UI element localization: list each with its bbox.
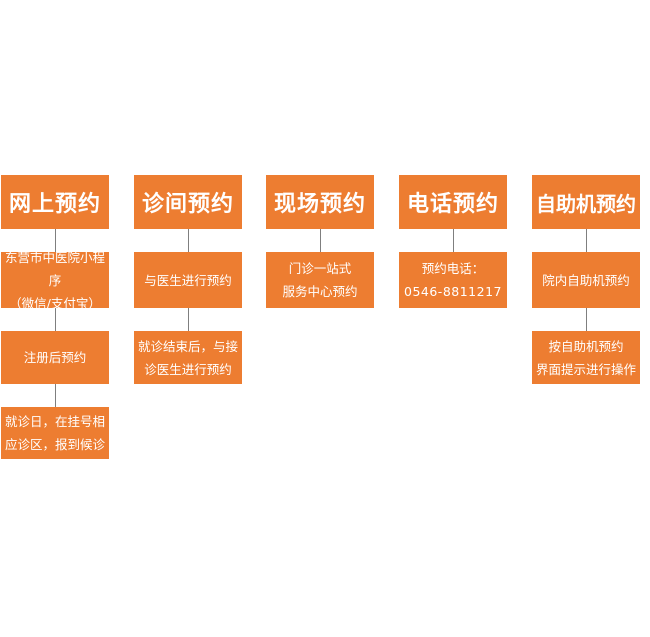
connector [452, 229, 454, 252]
step-onsite-1: 门诊一站式 服务中心预约 [266, 252, 374, 308]
header-kiosk: 自助机预约 [532, 175, 640, 229]
column-clinic: 诊间预约 与医生进行预约 就诊结束后，与接 诊医生进行预约 [134, 175, 242, 384]
connector [54, 384, 56, 407]
step-line: 就诊结束后，与接 [137, 338, 238, 354]
step-clinic-1: 与医生进行预约 [134, 252, 242, 308]
step-kiosk-1: 院内自助机预约 [532, 252, 640, 308]
step-online-1: 东营市中医院小程序 （微信/支付宝） [1, 250, 109, 311]
step-phone-1: 预约电话： 0546-8811217 [399, 252, 507, 308]
phone-number: 0546-8811217 [404, 284, 502, 299]
step-kiosk-2: 按自助机预约 界面提示进行操作 [532, 331, 640, 384]
step-line: 应诊区，报到候诊 [4, 437, 105, 452]
step-line: 界面提示进行操作 [535, 361, 636, 377]
step-line: 门诊一站式 [288, 261, 352, 276]
connector [585, 229, 587, 252]
connector [319, 229, 321, 252]
header-phone: 电话预约 [399, 175, 507, 229]
column-kiosk: 自助机预约 院内自助机预约 按自助机预约 界面提示进行操作 [532, 175, 640, 384]
connector [187, 308, 189, 331]
step-line: （微信/支付宝） [9, 295, 101, 311]
header-clinic: 诊间预约 [134, 175, 242, 229]
step-line: 东营市中医院小程序 [4, 249, 105, 288]
column-onsite: 现场预约 门诊一站式 服务中心预约 [266, 175, 374, 308]
connector [187, 229, 189, 252]
header-online: 网上预约 [1, 175, 109, 229]
step-line: 服务中心预约 [282, 284, 358, 299]
connector [54, 308, 56, 331]
step-line: 按自助机预约 [548, 338, 624, 354]
step-line: 诊医生进行预约 [144, 361, 232, 377]
connector [54, 229, 56, 252]
step-line: 就诊日，在挂号相 [4, 414, 105, 429]
step-line: 与医生进行预约 [144, 272, 232, 288]
connector [585, 308, 587, 331]
step-line: 预约电话： [421, 261, 485, 276]
step-online-2: 注册后预约 [1, 331, 109, 384]
column-online: 网上预约 东营市中医院小程序 （微信/支付宝） 注册后预约 就诊日，在挂号相 应… [1, 175, 109, 459]
column-phone: 电话预约 预约电话： 0546-8811217 [399, 175, 507, 308]
header-onsite: 现场预约 [266, 175, 374, 229]
step-clinic-2: 就诊结束后，与接 诊医生进行预约 [134, 331, 242, 384]
step-online-3: 就诊日，在挂号相 应诊区，报到候诊 [1, 407, 109, 459]
step-line: 院内自助机预约 [542, 272, 630, 288]
step-line: 注册后预约 [23, 350, 87, 365]
